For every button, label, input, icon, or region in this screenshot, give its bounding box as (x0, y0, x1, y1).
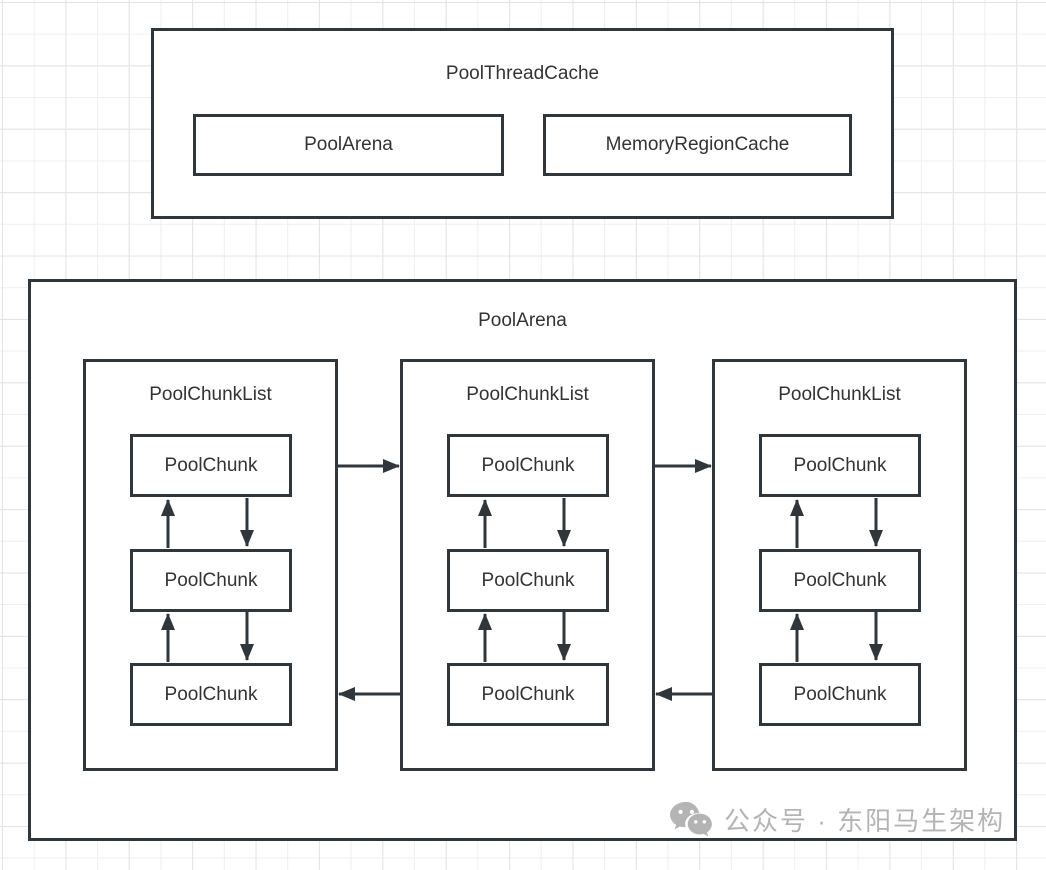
pool-thread-cache-box: PoolThreadCache PoolArena MemoryRegionCa… (151, 28, 894, 219)
memory-region-cache-node: MemoryRegionCache (543, 114, 852, 176)
pool-chunk-label: PoolChunk (793, 569, 887, 591)
pool-chunk-label: PoolChunk (481, 454, 575, 476)
pool-chunk-label: PoolChunk (481, 683, 575, 705)
pool-arena-box: PoolArena PoolChunkList PoolChunk (28, 279, 1017, 841)
pool-chunk-1-0: PoolChunk (447, 434, 609, 497)
pool-arena-title: PoolArena (478, 310, 567, 331)
pool-thread-cache-title: PoolThreadCache (445, 63, 600, 84)
pool-chunk-label: PoolChunk (164, 683, 258, 705)
pool-chunk-list-1: PoolChunkList PoolChunk PoolChunk PoolCh… (400, 359, 655, 771)
watermark: 公众号 · 东阳马生架构 (668, 800, 1005, 838)
pool-chunk-1-2: PoolChunk (447, 663, 609, 726)
pool-chunk-label: PoolChunk (164, 454, 258, 476)
pool-chunk-1-1: PoolChunk (447, 549, 609, 612)
pool-arena-node: PoolArena (193, 114, 504, 176)
pool-chunk-0-2: PoolChunk (130, 663, 292, 726)
pool-chunk-0-0: PoolChunk (130, 434, 292, 497)
wechat-icon (668, 800, 714, 838)
pool-chunk-list-2-title: PoolChunkList (778, 384, 901, 405)
memory-region-cache-node-label: MemoryRegionCache (605, 134, 790, 155)
pool-chunk-label: PoolChunk (793, 683, 887, 705)
pool-chunk-2-0: PoolChunk (759, 434, 921, 497)
watermark-text: 公众号 · 东阳马生架构 (724, 805, 1006, 836)
pool-chunk-label: PoolChunk (793, 454, 887, 476)
pool-chunk-list-0-title: PoolChunkList (149, 384, 272, 405)
pool-arena-node-label: PoolArena (304, 134, 393, 155)
pool-chunk-list-2: PoolChunkList PoolChunk PoolChunk PoolCh… (712, 359, 967, 771)
pool-chunk-2-1: PoolChunk (759, 549, 921, 612)
pool-chunk-label: PoolChunk (481, 569, 575, 591)
pool-chunk-0-1: PoolChunk (130, 549, 292, 612)
pool-chunk-list-1-title: PoolChunkList (466, 384, 589, 405)
pool-chunk-label: PoolChunk (164, 569, 258, 591)
pool-chunk-2-2: PoolChunk (759, 663, 921, 726)
pool-chunk-list-0: PoolChunkList PoolChunk PoolChunk PoolCh… (83, 359, 338, 771)
